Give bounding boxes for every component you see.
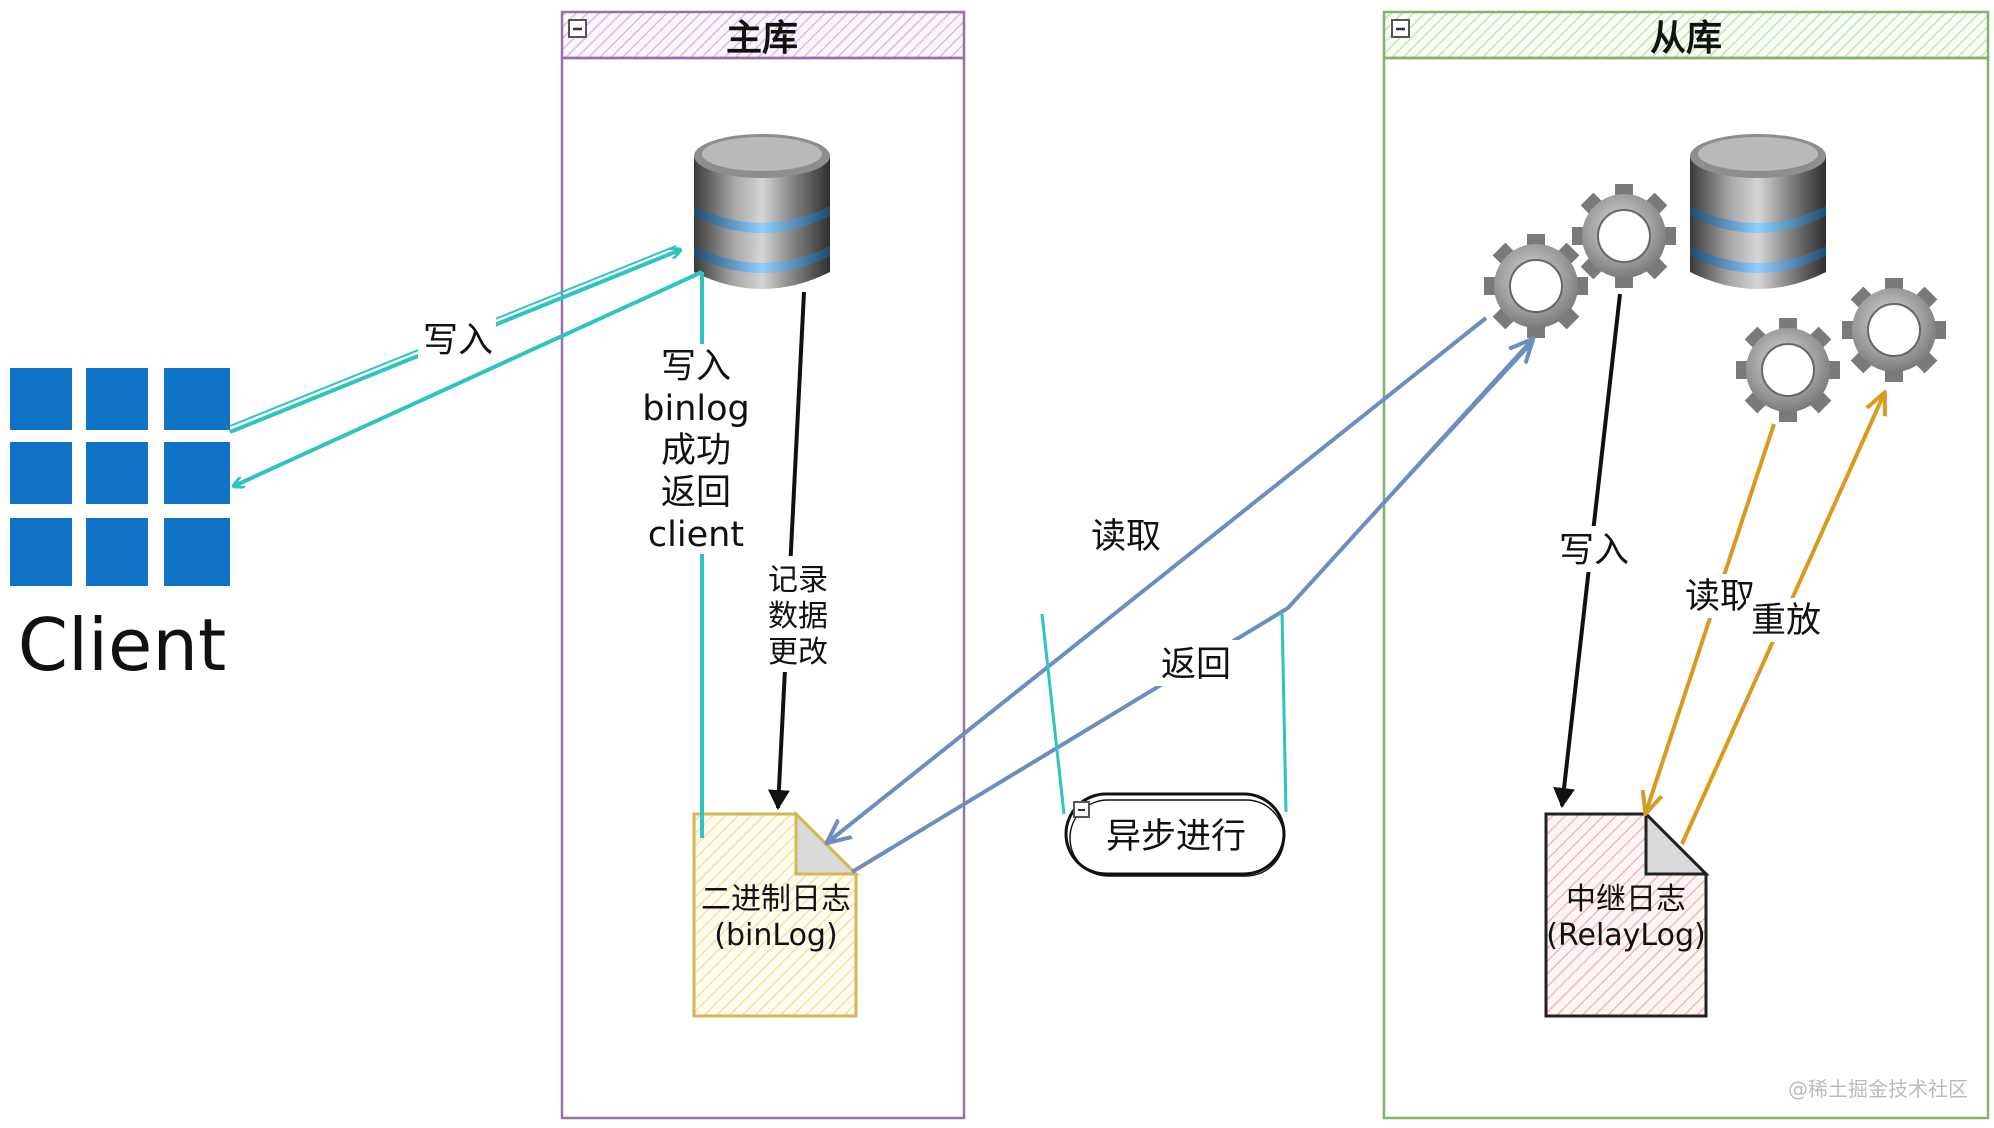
relaylog-doc-line-2: (RelayLog) [1546, 918, 1705, 953]
slave-database-icon [1690, 134, 1826, 289]
relaylog-document [1544, 810, 1710, 1018]
read-binlog-arrow [828, 316, 1488, 842]
slave-replay-label: 重放 [1751, 601, 1821, 641]
gear-icon [1572, 184, 1676, 288]
gear-icon [1842, 278, 1946, 382]
slave-write-label: 写入 [1559, 531, 1629, 571]
slave-read-label: 读取 [1685, 577, 1755, 617]
watermark: @稀土掘金技术社区 [1788, 1077, 1968, 1101]
client-write-label: 写入 [423, 321, 493, 361]
binlog-doc-line-2: (binLog) [714, 918, 837, 953]
async-callout [1040, 611, 1288, 877]
binlog-doc-line-1: 二进制日志 [701, 882, 851, 917]
write-return-line-5: client [648, 515, 744, 555]
return-binlog-arrow [850, 340, 1532, 874]
write-return-line-1: 写入 [661, 347, 731, 387]
middle-return-label: 返回 [1161, 645, 1231, 685]
master-database-icon [694, 134, 830, 289]
gear-icon [1484, 234, 1588, 338]
client-label: Client [18, 603, 226, 687]
master-frame [560, 10, 966, 1120]
write-return-line-2: binlog [642, 389, 749, 429]
record-label-line-2: 数据 [768, 599, 828, 634]
slave-frame [1382, 10, 1990, 1120]
write-return-line-3: 成功 [661, 431, 731, 471]
relaylog-doc-line-1: 中继日志 [1566, 882, 1686, 917]
record-label-line-3: 更改 [768, 635, 828, 670]
gear-icon [1736, 318, 1840, 422]
write-return-line-4: 返回 [661, 473, 731, 513]
middle-read-label: 读取 [1091, 517, 1161, 557]
async-label: 异步进行 [1106, 817, 1246, 857]
client-grid-icon [10, 368, 230, 586]
record-change-arrow [767, 291, 806, 810]
slave-title: 从库 [1650, 18, 1722, 59]
record-label-line-1: 记录 [768, 563, 828, 598]
master-title: 主库 [726, 18, 798, 59]
